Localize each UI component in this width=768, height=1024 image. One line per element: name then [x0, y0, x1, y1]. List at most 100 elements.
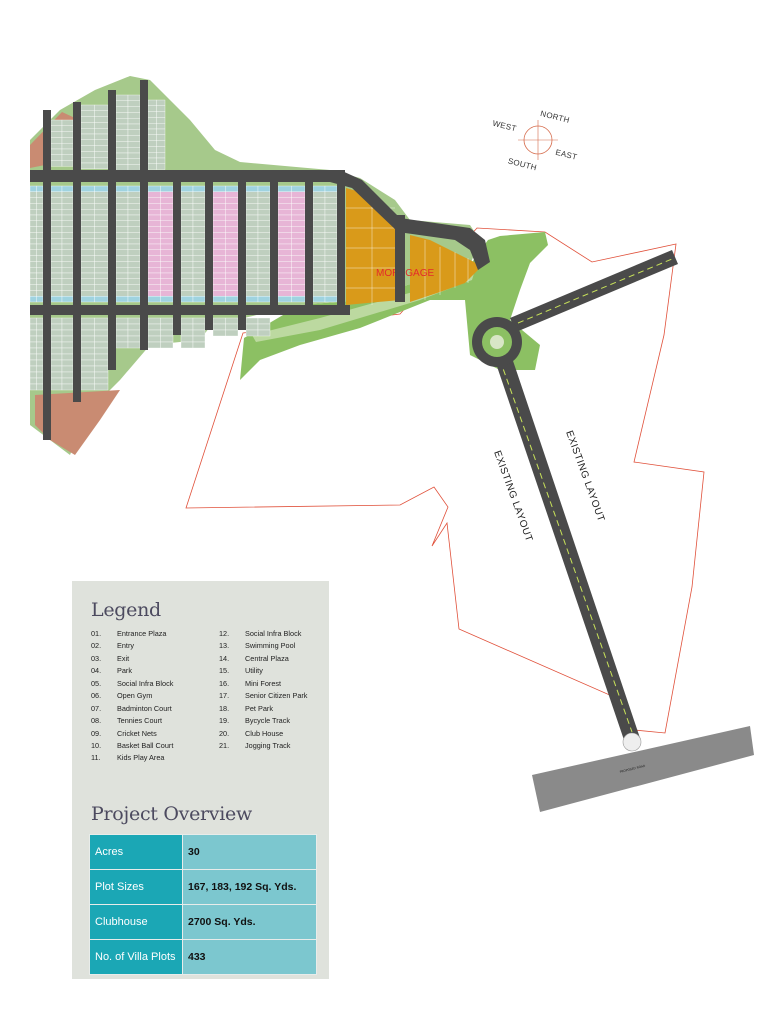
plot — [29, 341, 37, 349]
plot — [80, 267, 95, 274]
plot — [212, 203, 226, 210]
overview-row-value: 30 — [182, 834, 317, 870]
plot — [94, 209, 109, 216]
plot — [180, 267, 194, 274]
overview-row-label: No. of Villa Plots — [89, 939, 183, 975]
plot — [29, 284, 37, 291]
plot — [147, 323, 161, 331]
plot — [147, 296, 161, 303]
plot — [29, 278, 37, 285]
plot — [80, 197, 95, 204]
plot — [94, 341, 109, 349]
plot — [61, 131, 74, 138]
plot — [94, 255, 109, 262]
plot — [277, 203, 292, 210]
plot — [160, 341, 174, 349]
legend-item: 14.Central Plaza — [219, 653, 307, 665]
plot — [50, 284, 63, 291]
plot — [61, 160, 74, 167]
plot — [61, 353, 74, 361]
plot — [61, 148, 74, 155]
plot — [61, 191, 74, 198]
plot — [277, 261, 292, 268]
plot — [127, 261, 141, 268]
plot — [160, 317, 174, 325]
plot — [61, 220, 74, 227]
plot — [257, 185, 271, 192]
plot — [94, 377, 109, 385]
plot — [180, 261, 194, 268]
plot — [36, 371, 44, 379]
plot — [127, 185, 141, 192]
plot — [245, 317, 259, 325]
plot — [94, 272, 109, 279]
plot — [36, 317, 44, 325]
plot — [50, 220, 63, 227]
plot — [36, 185, 44, 192]
plot — [192, 185, 206, 192]
plot — [29, 232, 37, 239]
plot — [50, 383, 63, 391]
plot — [94, 104, 109, 111]
plot — [61, 185, 74, 192]
plot — [257, 209, 271, 216]
legend-item: 15.Utility — [219, 665, 307, 677]
svg-text:PROPOSED ROAD: PROPOSED ROAD — [619, 764, 646, 774]
plot — [225, 284, 239, 291]
plot — [50, 131, 63, 138]
legend-item: 21.Jogging Track — [219, 740, 307, 752]
plot — [127, 141, 141, 148]
plot — [324, 197, 338, 204]
plot — [50, 154, 63, 161]
plot — [291, 284, 306, 291]
plot — [277, 290, 292, 297]
plot — [29, 365, 37, 373]
plot — [115, 238, 129, 245]
plot — [192, 341, 206, 349]
compass-rose: NORTH SOUTH EAST WEST — [492, 109, 578, 172]
plot — [94, 371, 109, 379]
plot — [245, 296, 259, 303]
plot — [312, 220, 326, 227]
plot — [180, 249, 194, 256]
legend-item-number: 17. — [219, 691, 230, 701]
legend-item: 13.Swimming Pool — [219, 640, 307, 652]
plot — [160, 249, 174, 256]
plot — [127, 255, 141, 262]
plot — [61, 272, 74, 279]
plot — [160, 209, 174, 216]
plot — [94, 157, 109, 164]
legend-item-label: Bycycle Track — [245, 716, 291, 726]
plot — [50, 371, 63, 379]
plot — [156, 146, 166, 153]
plot — [277, 284, 292, 291]
plot — [245, 209, 259, 216]
plot — [180, 290, 194, 297]
plot — [36, 238, 44, 245]
plot — [324, 214, 338, 221]
plot — [291, 185, 306, 192]
plot — [80, 335, 95, 343]
legend-item-label: Club House — [245, 728, 284, 738]
plot — [277, 197, 292, 204]
plot — [61, 371, 74, 379]
plot — [324, 284, 338, 291]
legend-item-label: Exit — [117, 653, 130, 663]
plot — [80, 220, 95, 227]
plot — [61, 347, 74, 355]
plot — [50, 226, 63, 233]
plot — [115, 152, 129, 159]
plot — [50, 365, 63, 373]
plot — [61, 267, 74, 274]
plot — [180, 226, 194, 233]
plot — [80, 365, 95, 373]
plot — [94, 226, 109, 233]
plot — [192, 191, 206, 198]
plot — [160, 296, 174, 303]
plot — [147, 197, 161, 204]
plot — [115, 329, 129, 337]
plot — [50, 329, 63, 337]
plot — [36, 341, 44, 349]
legend-item-label: Swimming Pool — [245, 641, 296, 651]
